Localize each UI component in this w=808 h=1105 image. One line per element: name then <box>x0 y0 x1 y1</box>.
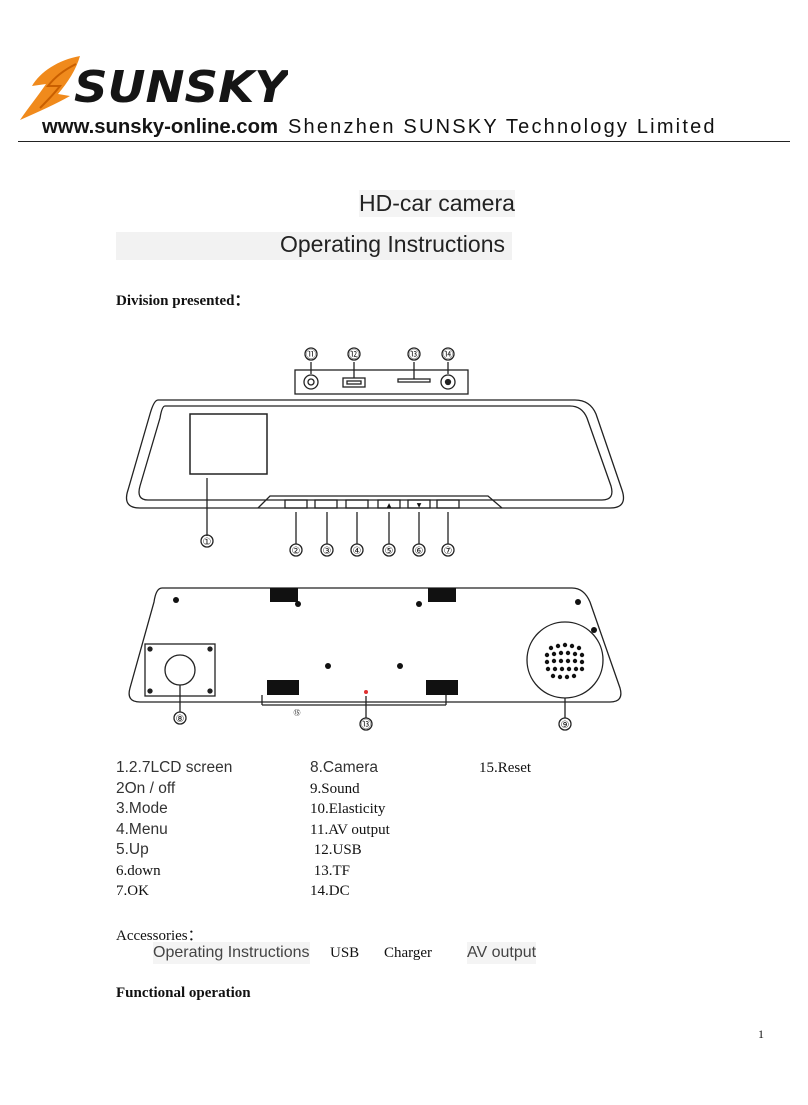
accessory-item: Charger <box>384 945 433 961</box>
car-camera-diagram: ▲ ▼ ⑪ ⑫ ⑬ ⑭ ① ② ③ ④ ⑤ ⑥ ⑦ ⑧ ⑨ ⑬ ⑮ <box>125 347 625 731</box>
callout-13-rear: ⑬ <box>361 719 371 731</box>
part-item: 11.AV output <box>310 821 390 838</box>
parts-column-3: 15.Reset <box>479 758 531 779</box>
part-item: 10.Elasticity <box>310 801 386 817</box>
dc-port-icon <box>440 374 456 390</box>
callout-13: ⑬ <box>409 349 419 361</box>
part-item: 14.DC <box>310 883 350 899</box>
part-item: 6.down <box>116 862 161 879</box>
callout-3: ③ <box>323 546 332 557</box>
callout-1: ① <box>203 537 212 548</box>
part-item: 2On / off <box>116 779 176 797</box>
callout-7: ⑦ <box>444 546 453 557</box>
header-divider <box>18 141 790 142</box>
usb-port-icon <box>342 377 366 388</box>
accessory-item: USB <box>330 945 360 961</box>
speaker-grille-icon <box>526 621 604 699</box>
parts-column-1: 1.2.7LCD screen 2On / off 3.Mode 4.Menu … <box>116 758 232 902</box>
callout-2: ② <box>292 546 301 557</box>
part-item: 13.TF <box>310 862 351 879</box>
division-heading: Division presented： <box>116 293 250 309</box>
document-title: HD-car camera <box>359 190 515 217</box>
part-item: 5.Up <box>116 841 149 858</box>
accessory-item: AV output <box>467 942 537 964</box>
accessories-heading: Accessories： <box>116 928 203 944</box>
part-item: 15.Reset <box>479 760 532 776</box>
part-item: 1.2.7LCD screen <box>116 759 233 776</box>
subtitle-highlight <box>116 232 512 260</box>
part-item: 3.Mode <box>116 800 168 817</box>
callout-12: ⑫ <box>349 349 359 361</box>
logo-url: www.sunsky-online.com <box>41 116 278 138</box>
functional-heading: Functional operation <box>116 985 251 1001</box>
part-item: 8.Camera <box>310 759 379 776</box>
connector-panel <box>294 369 469 395</box>
callout-8: ⑧ <box>176 714 185 725</box>
page-number: 1 <box>758 1027 764 1041</box>
part-item: 9.Sound <box>310 780 360 797</box>
callout-5: ⑤ <box>385 546 394 557</box>
part-item: 12.USB <box>310 842 362 858</box>
accessory-item: Operating Instructions <box>153 942 310 964</box>
lcd-screen <box>189 413 268 475</box>
logo-swoosh-icon <box>20 56 80 120</box>
part-item: 7.OK <box>116 883 149 899</box>
mirror-front-outline <box>125 399 625 509</box>
callout-4: ④ <box>353 546 362 557</box>
tf-slot-icon <box>397 378 431 383</box>
parts-list: 1.2.7LCD screen 2On / off 3.Mode 4.Menu … <box>116 758 716 908</box>
callout-15: ⑮ <box>294 709 301 717</box>
parts-column-2: 8.Camera 9.Sound 10.Elasticity 11.AV out… <box>310 758 390 902</box>
mirror-rear-outline <box>128 587 622 703</box>
camera-lens-icon <box>164 654 196 686</box>
svg-text:▼: ▼ <box>417 502 422 509</box>
callout-11: ⑪ <box>306 349 316 361</box>
callout-14: ⑭ <box>443 349 453 361</box>
part-item: 4.Menu <box>116 820 168 838</box>
av-port-icon <box>303 374 319 390</box>
callout-9: ⑨ <box>561 720 570 731</box>
company-name: Shenzhen SUNSKY Technology Limited <box>288 116 717 138</box>
logo-wordmark: SUNSKY <box>74 62 288 113</box>
sunsky-logo: SUNSKY www.sunsky-online.com <box>20 56 288 138</box>
callout-6: ⑥ <box>415 546 424 557</box>
svg-text:▲: ▲ <box>387 502 392 509</box>
document-subtitle: Operating Instructions <box>280 231 506 257</box>
